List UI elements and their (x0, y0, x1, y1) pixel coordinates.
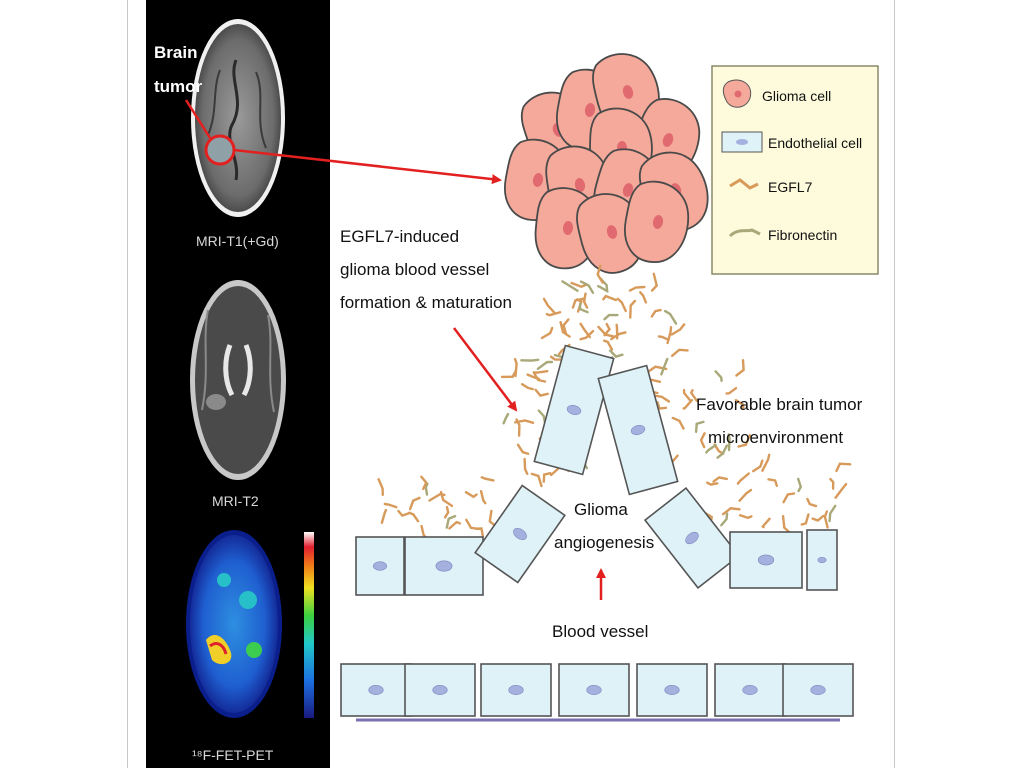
legend: Glioma cell Endothelial cell EGFL7 Fibro… (711, 65, 879, 275)
vessel-endothelial-cell (714, 663, 786, 717)
sprout-endothelial-cell (355, 536, 405, 596)
vessel-endothelial-cell (340, 663, 412, 717)
glioma-nucleus-icon (734, 90, 742, 98)
endothelial-cells (340, 344, 854, 722)
legend-label-fibronectin: Fibronectin (768, 227, 837, 243)
legend-item-egfl7: EGFL7 (729, 178, 813, 195)
vessel-endothelial-cell (558, 663, 630, 717)
vessel-endothelial-cell (480, 663, 552, 717)
vessel-endothelial-cell (782, 663, 854, 717)
legend-label-endothelial: Endothelial cell (768, 135, 862, 151)
egfl7-formation-arrow (453, 327, 518, 412)
legend-item-endothelial-cell: Endothelial cell (721, 131, 862, 153)
vessel-endothelial-cell (404, 663, 476, 717)
angiogenesis-label-line1: Glioma (574, 500, 628, 519)
brain-tumor-label-line2: tumor (154, 77, 203, 96)
mri-t2-label: MRI-T2 (212, 493, 259, 509)
sprout-endothelial-cell (474, 484, 566, 584)
egfl7-annotation-line2: glioma blood vessel (340, 260, 489, 279)
blood-vessel-label: Blood vessel (552, 622, 648, 641)
favorable-annotation-line2: microenvironment (708, 428, 843, 447)
mri-t2-image (190, 280, 286, 480)
egfl7-fiber-icon (729, 178, 759, 190)
sprout-endothelial-cell (597, 364, 679, 496)
angiogenesis-label-line2: angiogenesis (554, 533, 654, 552)
sprout-endothelial-cell (533, 344, 615, 476)
sprout-endothelial-cell (806, 529, 838, 591)
tumor-label-pointer (184, 99, 212, 139)
fibronectin-fiber-icon (728, 228, 761, 238)
legend-label-glioma: Glioma cell (762, 88, 831, 104)
sprout-endothelial-cell (404, 536, 484, 596)
pet-image (186, 530, 282, 718)
pet-label: ¹⁸F-FET-PET (192, 747, 274, 763)
egfl7-glioma-diagram: Brain tumor MRI-T1(+Gd) MRI-T2 ¹⁸F-FET-P… (146, 0, 879, 768)
egfl7-fibronectin-fibers (377, 264, 852, 541)
legend-label-egfl7: EGFL7 (768, 179, 813, 195)
egfl7-annotation-line1: EGFL7-induced (340, 227, 459, 246)
egfl7-annotation-line3: formation & maturation (340, 293, 512, 312)
endothelial-nucleus-icon (736, 139, 748, 145)
legend-item-glioma-cell: Glioma cell (722, 79, 831, 108)
brain-tumor-label-line1: Brain (154, 43, 197, 62)
mri-panel: Brain tumor MRI-T1(+Gd) MRI-T2 ¹⁸F-FET-P… (146, 0, 330, 768)
mri-t1-image (191, 19, 285, 217)
sprout-endothelial-cell (729, 531, 803, 589)
tumor-to-cells-arrow (233, 148, 502, 185)
vessel-endothelial-cell (636, 663, 708, 717)
pet-color-scale (304, 532, 314, 718)
legend-item-fibronectin: Fibronectin (728, 227, 837, 243)
sprout-endothelial-cell (643, 486, 741, 590)
glioma-cell-cluster (504, 53, 709, 274)
mri-t1-label: MRI-T1(+Gd) (196, 233, 279, 249)
favorable-annotation-line1: Favorable brain tumor (696, 395, 863, 414)
glioma-cell (624, 180, 690, 263)
figure-frame: Brain tumor MRI-T1(+Gd) MRI-T2 ¹⁸F-FET-P… (127, 0, 895, 768)
